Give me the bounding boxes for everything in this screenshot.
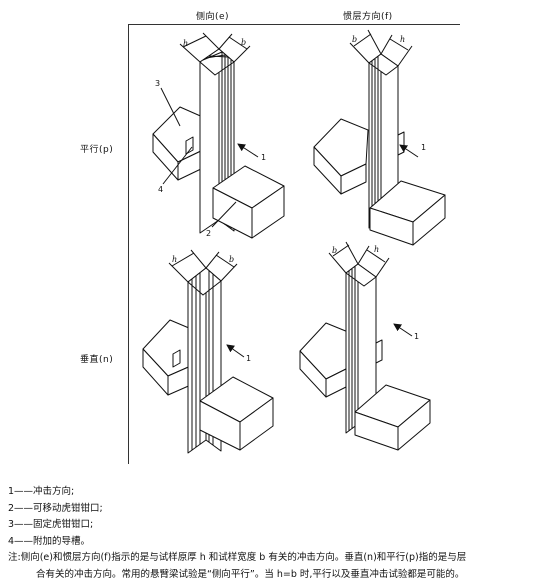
impact-specimen-diagram: h b b h h b b h 3 4 2 1 1 1 1 <box>142 29 446 454</box>
panel-edgewise-parallel <box>152 32 285 239</box>
movable-vise-jaw <box>212 165 285 239</box>
label-3: 3 <box>155 79 160 88</box>
row-divider <box>128 24 129 464</box>
leader-4 <box>162 146 193 185</box>
impact-arrow <box>399 144 419 158</box>
dimension-h <box>179 32 220 63</box>
label-h: h <box>172 255 177 264</box>
leader-3 <box>160 87 181 127</box>
impact-arrow <box>237 143 259 158</box>
panel-edgewise-normal <box>142 249 274 454</box>
guide-slot <box>172 349 181 368</box>
legend-item-2: 2——可移动虎钳钳口; <box>8 502 103 514</box>
fixed-vise-jaw <box>142 319 197 396</box>
header-rule <box>128 24 460 25</box>
dimension-h <box>357 245 390 278</box>
guide-slot <box>397 131 405 156</box>
column-header-flatwise: 惯层方向(f) <box>343 12 393 22</box>
label-1: 1 <box>421 143 426 152</box>
legend: 1——冲击方向; 2——可移动虎钳钳口; 3——固定虎钳钳口; 4——附加的导槽… <box>8 484 548 583</box>
fixed-vise-jaw <box>299 322 354 398</box>
panel-flatwise-normal <box>299 241 431 451</box>
legend-note-line1: 注:侧向(e)和惯层方向(f)指示的是与试样原厚 h 和试样宽度 b 有关的冲击… <box>8 552 467 563</box>
legend-item-3: 3——固定虎钳钳口; <box>8 519 94 530</box>
label-1: 1 <box>261 153 266 162</box>
label-h: h <box>183 39 188 48</box>
specimen <box>345 263 377 437</box>
label-2: 2 <box>206 229 211 238</box>
panel-flatwise-parallel <box>313 29 446 246</box>
leader-2 <box>211 201 237 228</box>
fixed-vise-jaw <box>152 106 206 181</box>
legend-note-line2: 合有关的冲击方向。常用的悬臂梁试验是“侧向平行”。当 h=b 时,平行以及垂直冲… <box>36 568 465 580</box>
column-header-edgewise: 侧向(e) <box>196 12 230 22</box>
movable-vise-jaw <box>354 384 431 451</box>
label-1: 1 <box>246 354 251 363</box>
movable-vise-jaw <box>199 376 274 451</box>
dimension-b <box>218 33 251 63</box>
dimension-b <box>205 251 238 282</box>
fixed-vise-jaw <box>313 118 369 195</box>
legend-item-4: 4——附加的导槽。 <box>8 535 91 547</box>
impact-arrow <box>226 344 245 358</box>
movable-vise-jaw <box>369 180 446 246</box>
label-b: b <box>229 255 234 264</box>
label-4: 4 <box>158 185 163 194</box>
dimension-h <box>168 249 207 283</box>
guide-slot <box>375 339 383 364</box>
label-h: h <box>400 35 405 44</box>
impact-arrow <box>393 323 413 337</box>
label-b: b <box>352 35 357 44</box>
legend-item-1: 1——冲击方向; <box>8 486 75 497</box>
dimension-h <box>380 34 413 67</box>
label-b: b <box>332 246 337 255</box>
label-b: b <box>241 38 246 47</box>
row-label-normal: 垂直(n) <box>80 355 114 365</box>
dimension-b <box>328 241 359 274</box>
guide-slot <box>185 136 194 155</box>
label-h: h <box>374 245 379 254</box>
label-1: 1 <box>414 332 419 341</box>
dimension-b <box>349 29 382 64</box>
row-label-parallel: 平行(p) <box>80 145 114 155</box>
